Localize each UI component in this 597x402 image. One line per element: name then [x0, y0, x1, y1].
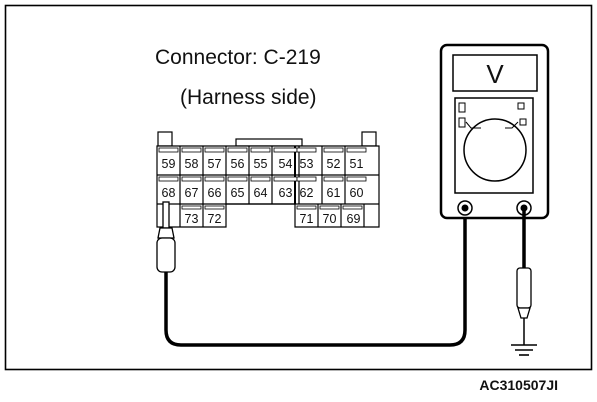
pin-number: 64: [254, 186, 268, 200]
pin-number: 59: [162, 157, 176, 171]
cell-stripe: [250, 176, 271, 182]
reference-code: AC310507JI: [479, 377, 558, 393]
meter-symbol: V: [486, 59, 504, 89]
pin-number: 66: [208, 186, 222, 200]
cell-stripe: [296, 147, 317, 153]
diagram-frame: [4, 4, 593, 371]
cell-stripe: [227, 147, 248, 153]
ground-probe-handle: [516, 267, 532, 309]
cell-dividers: [179, 146, 365, 227]
pin-number: 69: [347, 212, 361, 226]
cell-stripe: [181, 147, 202, 153]
cell-stripe: [346, 147, 367, 153]
cell-stripe: [323, 176, 344, 182]
cell-stripe: [158, 176, 179, 182]
connector-c-219: [156, 131, 380, 228]
meter-terminal-com-dot: [461, 204, 469, 212]
cell-stripe: [204, 147, 225, 153]
range-mark-3: [517, 102, 525, 110]
cell-stripe: [346, 176, 367, 182]
pin-labels: 59 58 57 56 55 54 53 52 51 68 67 66 65 64 63 62 61 60 73 72…: [162, 157, 364, 226]
pin-number: 73: [185, 212, 199, 226]
cell-stripe: [296, 176, 317, 182]
pin-number: 58: [185, 157, 199, 171]
cell-stripe: [181, 205, 202, 210]
cell-stripe: [296, 205, 317, 210]
cell-stripe: [181, 176, 202, 182]
cell-stripes: [158, 147, 367, 210]
connector-tab-right: [361, 131, 377, 147]
pin-number: 52: [327, 157, 341, 171]
meter-terminal-v-dot: [520, 204, 528, 212]
cell-stripe: [158, 147, 179, 153]
cell-stripe: [227, 176, 248, 182]
pin-number: 70: [323, 212, 337, 226]
pin-number: 53: [300, 157, 314, 171]
pin-number: 62: [300, 186, 314, 200]
probe-collar: [157, 227, 175, 239]
cell-stripe: [204, 176, 225, 182]
cell-stripe: [204, 205, 225, 210]
range-tick-left: [465, 121, 481, 129]
pin-number: 51: [350, 157, 364, 171]
probe-tip: [162, 201, 170, 229]
probe-handle: [156, 237, 176, 273]
range-tick-right: [505, 121, 519, 129]
ground-symbol-icon: [511, 344, 537, 356]
pin-number: 55: [254, 157, 268, 171]
connector-tab-left: [157, 131, 173, 147]
cell-stripe: [323, 147, 344, 153]
pin-number: 54: [279, 157, 293, 171]
cell-stripe: [273, 147, 298, 153]
range-mark-4: [519, 118, 527, 126]
pin-number: 68: [162, 186, 176, 200]
ground-probe-collar: [517, 307, 531, 319]
connector-title: Connector: C-219: [155, 46, 321, 69]
pin-number: 67: [185, 186, 199, 200]
pin-number: 72: [208, 212, 222, 226]
pin-number: 63: [279, 186, 293, 200]
connector-subtitle: (Harness side): [180, 86, 317, 109]
range-mark-1: [458, 102, 466, 113]
pin-number: 61: [327, 186, 341, 200]
connector-lock: [235, 138, 303, 147]
range-mark-2: [458, 117, 466, 128]
cell-stripe: [273, 176, 298, 182]
pin-number: 71: [300, 212, 314, 226]
cell-stripe: [250, 147, 271, 153]
cell-stripe: [319, 205, 340, 210]
pin-number: 56: [231, 157, 245, 171]
test-probe: [156, 201, 176, 273]
meter-display: [452, 54, 538, 92]
test-lead-wire: [164, 210, 467, 347]
cell-stripe: [342, 205, 363, 210]
pin-number: 60: [350, 186, 364, 200]
pin-number: 57: [208, 157, 222, 171]
pin-number: 65: [231, 186, 245, 200]
ground-probe: [516, 267, 532, 345]
meter-dial-icon: [463, 118, 527, 182]
voltmeter: V: [439, 43, 550, 220]
